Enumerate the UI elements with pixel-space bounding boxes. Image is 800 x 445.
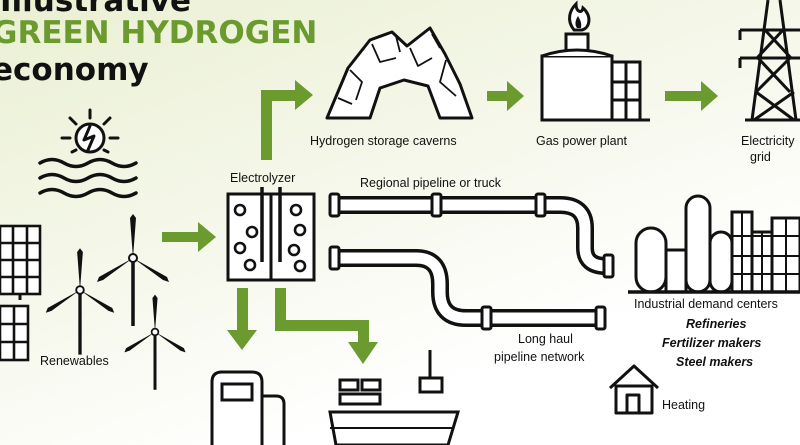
pipeline-joints	[328, 192, 615, 331]
arrow-icon	[162, 80, 718, 364]
gas-plant-icon	[540, 0, 650, 122]
title-line-2: GREEN HYDROGEN	[0, 15, 318, 51]
pipeline-icon	[338, 196, 607, 327]
sun-icon	[60, 108, 120, 154]
grid-label-line-1: Electricity	[741, 134, 795, 148]
electrolyzer-icon	[226, 187, 316, 282]
pylon-icon	[738, 0, 800, 122]
gas-plant-label: Gas power plant	[536, 134, 628, 148]
cavern-icon	[325, 26, 474, 120]
storage-label: Hydrogen storage caverns	[310, 134, 457, 148]
factory-icon	[628, 194, 800, 294]
heating-label: Heating	[662, 398, 706, 412]
industrial-label: Industrial demand centers	[634, 297, 778, 311]
waves-icon	[38, 157, 138, 199]
refineries-label: Refineries	[686, 317, 747, 331]
grid-label-line-2: grid	[750, 150, 771, 164]
regional-pipeline-label: Regional pipeline or truck	[360, 176, 502, 190]
steel-label: Steel makers	[676, 355, 754, 369]
electrolyzer-label: Electrolyzer	[230, 171, 296, 185]
fuel-pump-icon	[210, 370, 286, 445]
solar-panel-icon	[0, 224, 42, 362]
renewables-label: Renewables	[40, 354, 109, 368]
long-haul-label-line-1: Long haul	[518, 332, 573, 346]
long-haul-label-line-2: pipeline network	[494, 350, 585, 364]
title-line-1: Illustrative	[0, 0, 192, 19]
house-icon	[608, 364, 660, 415]
title-line-3: economy	[0, 52, 149, 88]
fertilizer-label: Fertilizer makers	[662, 336, 762, 350]
ship-icon	[328, 350, 461, 445]
